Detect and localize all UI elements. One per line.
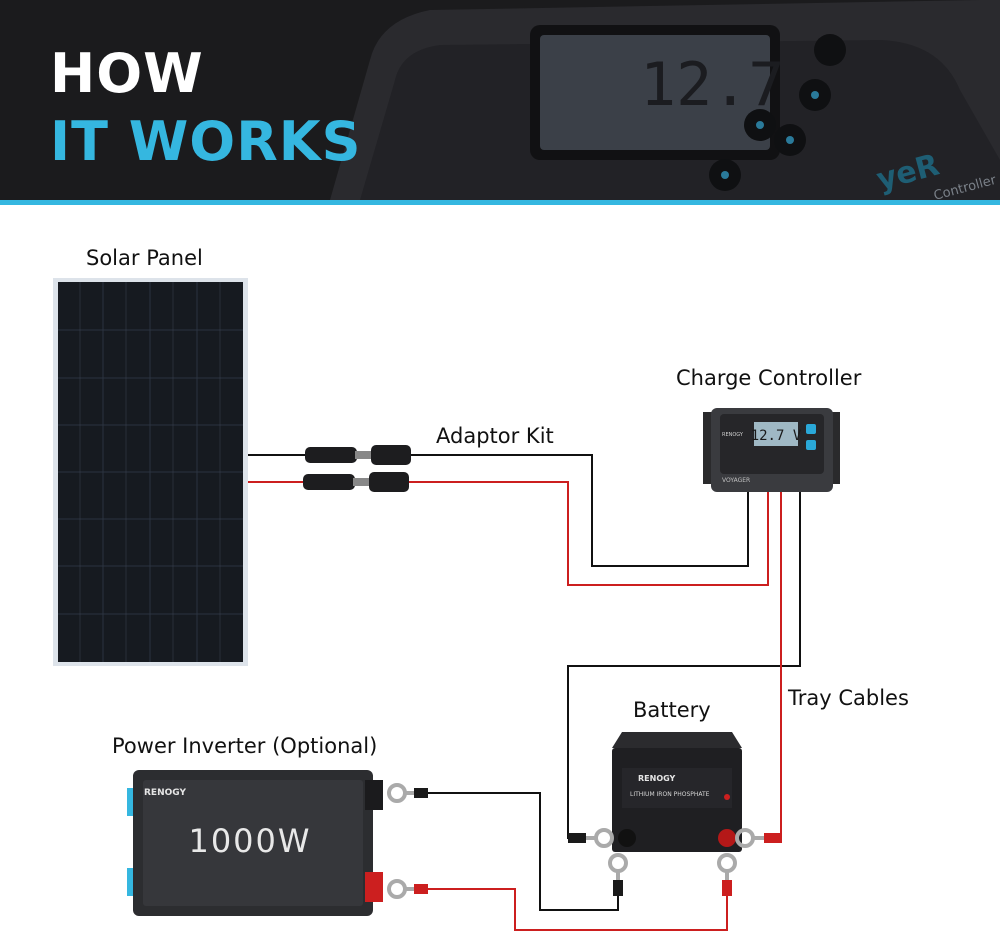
label-adaptor-kit: Adaptor Kit: [436, 424, 554, 448]
inverter-lug-negative: [387, 783, 428, 803]
wire-adaptor-positive: [409, 481, 769, 586]
header-banner: 12.7 yeR Controller HOW IT WORKS: [0, 0, 1000, 200]
svg-text:12.7: 12.7: [640, 50, 785, 120]
label-charge-controller: Charge Controller: [676, 366, 862, 390]
inverter-rating: 1000W: [188, 822, 311, 860]
wire-inverter-positive: [428, 888, 728, 931]
battery-type: LITHIUM IRON PHOSPHATE: [630, 791, 710, 798]
label-solar-panel: Solar Panel: [86, 246, 203, 270]
wire-inverter-negative: [428, 792, 619, 911]
accent-divider: [0, 200, 1000, 205]
controller-display-value: 12.7 V: [751, 428, 802, 444]
inverter-lug-positive-at-battery: [717, 853, 737, 896]
charge-controller: 12.7 V RENOGY VOYAGER: [703, 408, 840, 492]
mc4-connector-negative: [305, 445, 411, 465]
inverter-lug-positive: [387, 879, 428, 899]
inverter-lug-negative-at-battery: [608, 853, 628, 896]
battery-lug-positive: [735, 828, 782, 848]
battery: RENOGY LITHIUM IRON PHOSPHATE: [612, 732, 742, 852]
wire-adaptor-negative: [411, 454, 749, 567]
solar-panel: [53, 278, 248, 666]
mc4-connector-positive: [303, 472, 409, 492]
controller-background-photo: 12.7 yeR Controller: [0, 0, 1000, 200]
power-inverter: RENOGY 1000W: [127, 770, 383, 916]
controller-model: VOYAGER: [722, 477, 750, 484]
inverter-brand: RENOGY: [144, 788, 186, 798]
label-tray-cables: Tray Cables: [788, 686, 909, 710]
page-title-line-2: IT WORKS: [50, 110, 362, 173]
battery-lug-negative: [568, 828, 614, 848]
page-title-line-1: HOW: [50, 42, 204, 105]
controller-brand: RENOGY: [722, 432, 744, 438]
battery-brand: RENOGY: [638, 774, 676, 783]
label-battery: Battery: [633, 698, 711, 722]
label-power-inverter: Power Inverter (Optional): [112, 734, 378, 758]
